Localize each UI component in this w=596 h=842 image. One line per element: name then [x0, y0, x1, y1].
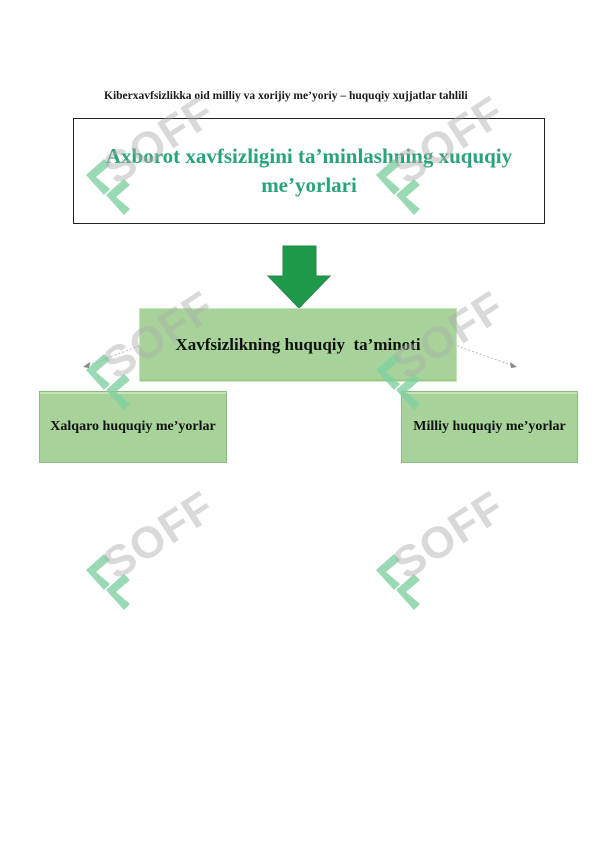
left-node-label: Xalqaro huquqiy me’yorlar: [50, 419, 216, 434]
connector-right: [456, 345, 515, 367]
connector-left-arrowhead: [83, 362, 90, 368]
title-box: Axborot xavfsizligini ta’minlashning xuq…: [73, 118, 545, 224]
document-heading: Kiberxavfsizlikka oid milliy va xorijiy …: [104, 90, 468, 102]
right-node-label: Milliy huquqiy me’yorlar: [413, 419, 566, 434]
down-arrow-icon: [266, 245, 332, 309]
right-node: Milliy huquqiy me’yorlar: [401, 391, 578, 463]
diagram-title: Axborot xavfsizligini ta’minlashning xuq…: [105, 144, 513, 197]
connector-right-arrowhead: [510, 362, 517, 368]
main-node-label: Xavfsizlikning huquqiy ta’minoti: [175, 335, 421, 354]
connector-left: [85, 345, 140, 367]
left-node: Xalqaro huquqiy me’yorlar: [39, 391, 227, 463]
main-node: Xavfsizlikning huquqiy ta’minoti: [139, 308, 457, 382]
